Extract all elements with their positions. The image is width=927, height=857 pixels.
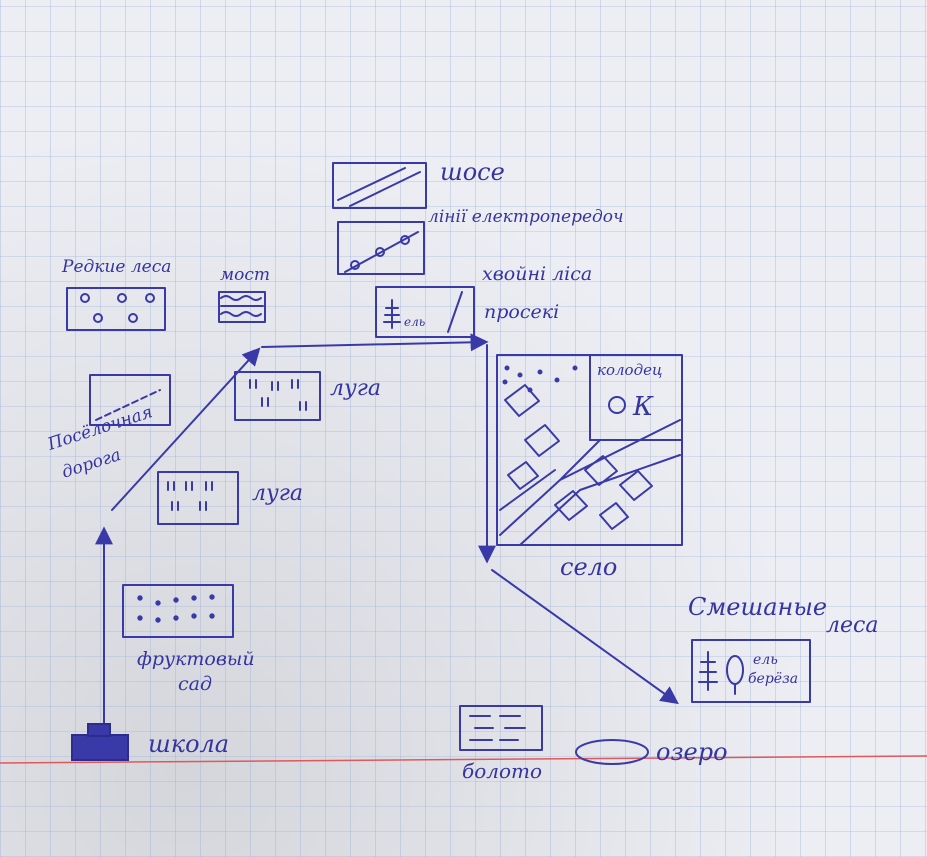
swamp-symbol — [459, 705, 543, 751]
power-lines-label: лінії електропередоч — [428, 207, 624, 227]
meadow-symbol-2 — [157, 471, 239, 525]
village-label: село — [560, 553, 617, 581]
meadow-label-1: луга — [330, 376, 381, 401]
orchard-label-2: сад — [178, 673, 212, 695]
mixed-forest-label-1: Смешаные — [688, 593, 827, 621]
sparse-forest-label: Редкие леса — [61, 257, 171, 277]
meadow-symbol-1 — [234, 371, 321, 421]
spruce-label-2: ель — [753, 652, 778, 668]
highway-label: шосе — [440, 158, 505, 186]
conifer-forest-symbol — [375, 286, 475, 338]
village-symbol — [496, 354, 683, 546]
village-road-symbol — [89, 374, 171, 426]
sparse-forest-symbol — [66, 287, 166, 331]
highway-symbol — [332, 162, 427, 209]
well-symbol-letter: К — [632, 392, 654, 422]
conifer-forest-label: хвойні ліса — [482, 263, 592, 285]
route — [95, 333, 679, 731]
village-road-label-2: дорога — [59, 445, 123, 483]
lake-symbol — [575, 739, 649, 765]
meadow-label-2: луга — [252, 481, 303, 506]
margin-line — [0, 755, 927, 764]
birch-label: берёза — [748, 671, 798, 687]
spruce-label-1: ель — [404, 315, 425, 329]
mixed-forest-symbol — [691, 639, 811, 703]
village-road-label-1: Посёлочная — [44, 402, 155, 455]
orchard-label-1: фруктовый — [137, 648, 255, 670]
lake-label: озеро — [656, 738, 728, 766]
mixed-forest-label-2: леса — [826, 613, 878, 638]
bridge-symbol — [218, 291, 266, 323]
school-label: школа — [148, 730, 229, 758]
orchard-symbol — [122, 584, 234, 638]
well-symbol-circle — [608, 396, 626, 414]
clearings-label: просекі — [484, 301, 559, 323]
power-lines-symbol — [337, 221, 425, 275]
swamp-label: болото — [462, 759, 542, 783]
school-symbol — [71, 723, 129, 761]
bridge-label: мост — [220, 265, 270, 285]
well-label: колодец — [597, 361, 662, 379]
